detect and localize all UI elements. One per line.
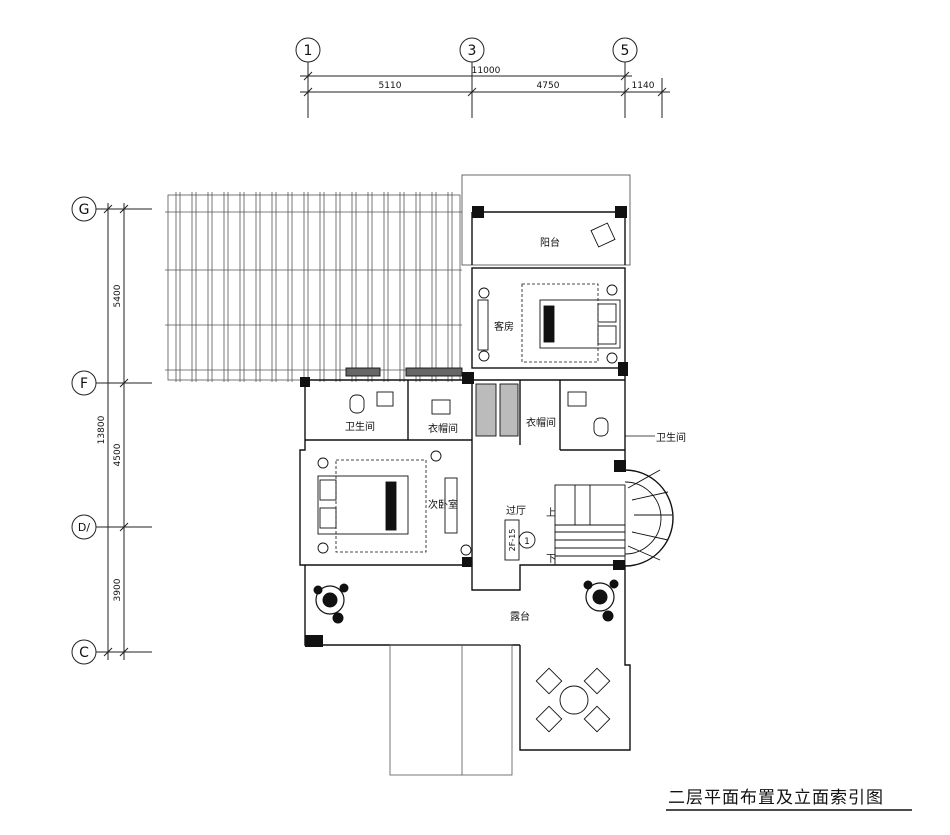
label-corridor: 过厅 [506, 504, 526, 517]
toilet-right [593, 417, 609, 437]
dim-top-seg2: 4750 [537, 81, 560, 91]
dim-top-total: 11000 [472, 66, 501, 76]
left-axis-system [71, 196, 152, 665]
dim-left-seg1: 5400 [113, 284, 123, 307]
terrace-table [559, 685, 589, 715]
window-pattern-left [345, 367, 381, 377]
stair-up-label: 上 [546, 507, 556, 519]
axis-label-C: C [79, 645, 89, 661]
staircase [554, 469, 674, 567]
axis-label-G: G [79, 202, 90, 218]
label-second-bedroom: 次卧室 [428, 498, 458, 511]
label-terrace: 露台 [510, 610, 530, 623]
guest-bed [539, 299, 621, 349]
guest-wardrobe [477, 299, 489, 351]
axis-label-3: 3 [468, 43, 477, 59]
basin-left [376, 391, 394, 407]
planters [313, 579, 619, 624]
axis-label-1: 1 [304, 43, 313, 59]
axis-label-5: 5 [621, 43, 630, 59]
label-closet-left: 衣帽间 [428, 422, 458, 435]
drawing-title: 二层平面布置及立面索引图 [668, 788, 884, 808]
terrace-extension [389, 644, 513, 776]
label-balcony: 阳台 [540, 236, 560, 249]
label-bathroom-right: 卫生间 [656, 431, 686, 444]
bedroom-carpet [335, 459, 427, 553]
second-wardrobe [444, 477, 458, 534]
axis-label-D: D/ [78, 521, 90, 534]
guest-room-carpet [521, 283, 599, 363]
stair-down-label: 下 [546, 554, 556, 565]
label-guest-room: 客房 [494, 320, 514, 333]
elevation-index-symbol [504, 519, 536, 561]
elevation-index-number: 1 [524, 537, 530, 547]
closet-cabinet-left [475, 383, 497, 437]
closet-stool [431, 399, 451, 415]
dim-top-seg1: 5110 [379, 81, 402, 91]
axis-label-F: F [80, 376, 88, 392]
furniture [317, 222, 621, 733]
pergola-grid [165, 192, 462, 382]
dim-left-seg3: 3900 [113, 578, 123, 601]
dim-left-seg2: 4500 [113, 443, 123, 466]
closet-cabinet-right [499, 383, 519, 437]
plant-right [585, 582, 615, 612]
walls [299, 174, 631, 776]
label-bathroom-left: 卫生间 [345, 420, 375, 433]
window-pattern-right [405, 367, 463, 377]
top-axis-system [295, 37, 670, 118]
dim-left-total: 13800 [97, 415, 107, 444]
plant-left [315, 585, 345, 615]
dim-top-seg3: 1140 [632, 81, 655, 91]
toilet-left [349, 394, 365, 414]
columns [300, 206, 628, 647]
balcony-chair [590, 222, 616, 248]
label-closet-right: 衣帽间 [526, 416, 556, 429]
basin-right [567, 391, 587, 407]
elevation-index-code: 2F-15 [508, 529, 517, 552]
second-bed [317, 475, 409, 535]
lamp-symbols [317, 284, 618, 556]
